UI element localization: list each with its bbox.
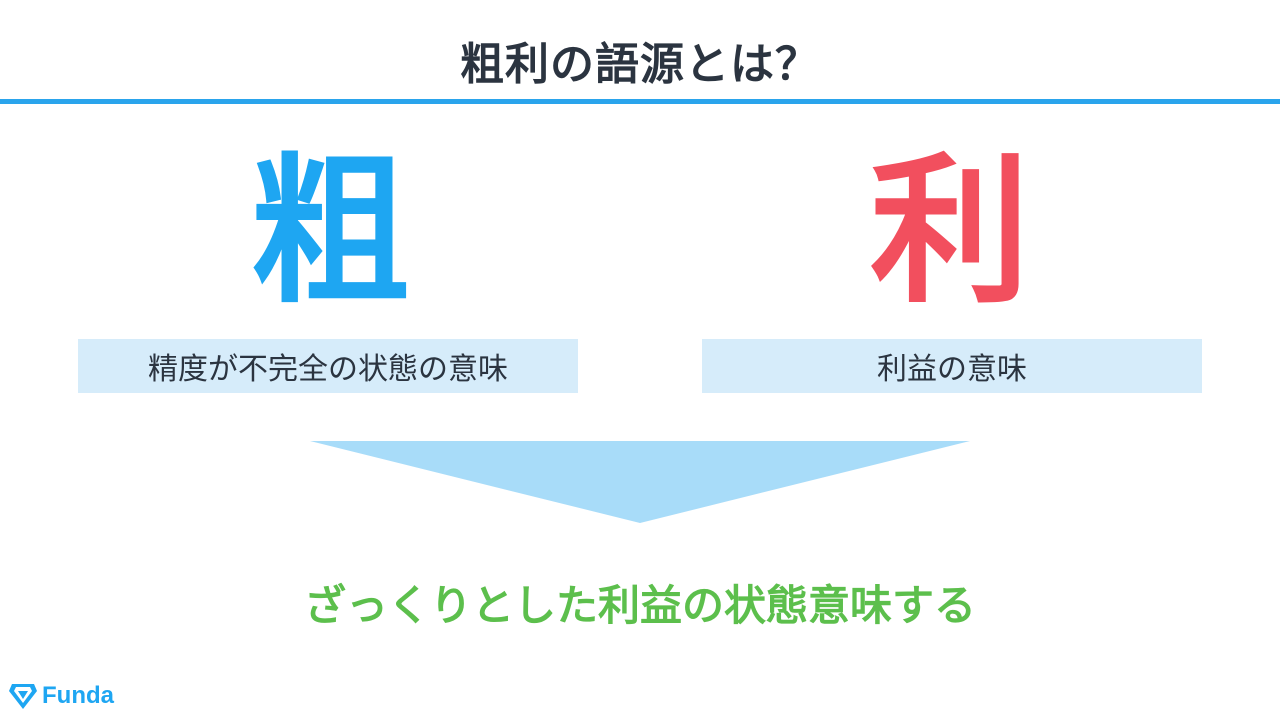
down-arrow-icon <box>310 441 970 523</box>
meaning-left-label: 精度が不完全の状態の意味 <box>148 352 508 387</box>
title-divider <box>0 99 1280 104</box>
brand-logo: Funda <box>8 680 114 712</box>
meaning-box-right: 利益の意味 <box>702 339 1202 393</box>
character-right: 利 <box>869 138 1030 325</box>
meaning-right-label: 利益の意味 <box>877 352 1027 387</box>
page-title: 粗利の語源とは？ <box>460 39 820 90</box>
brand-name: Funda <box>42 682 114 709</box>
character-left: 粗 <box>249 138 410 325</box>
diamond-logo-icon <box>9 684 37 709</box>
conclusion-text: ざっくりとした利益の状態意味する <box>303 581 976 630</box>
meaning-box-left: 精度が不完全の状態の意味 <box>78 339 578 393</box>
arrow-shape <box>310 441 970 523</box>
